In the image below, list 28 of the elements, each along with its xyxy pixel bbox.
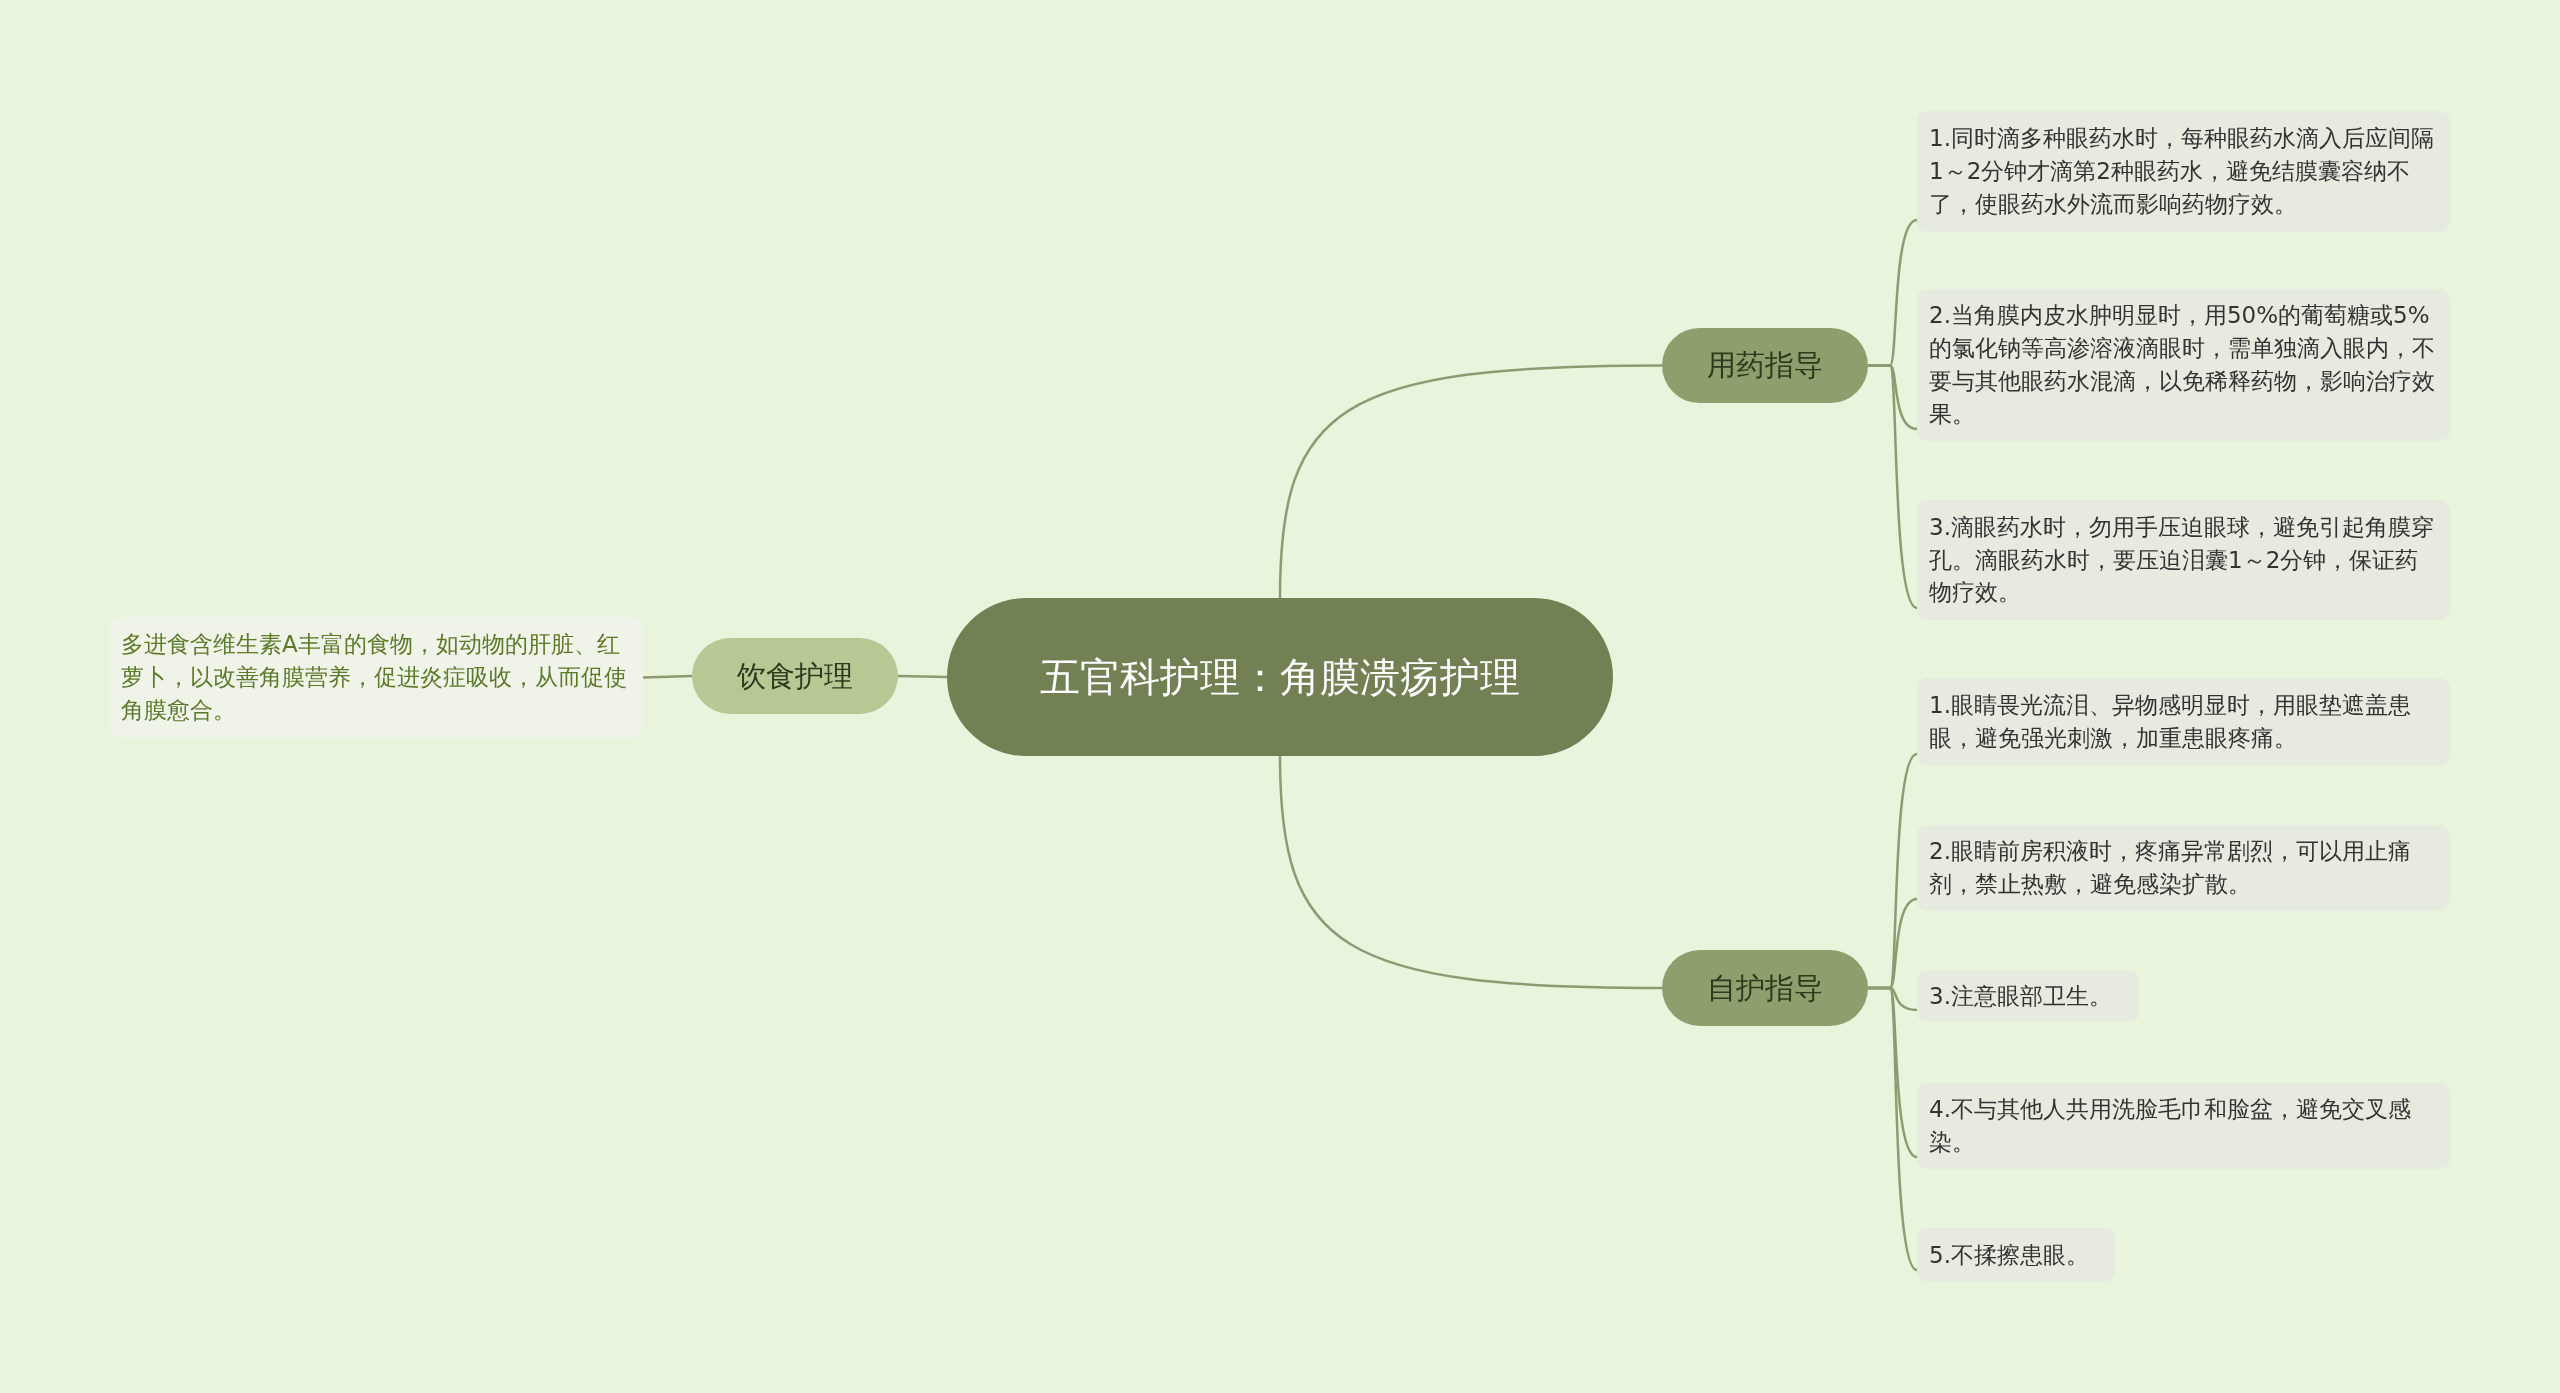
connector-line — [1868, 364, 1918, 609]
note-card — [1917, 111, 2450, 232]
connector-line — [1868, 986, 1918, 1271]
note-text: 1.同时滴多种眼药水时，每种眼药水滴入后应间隔1～2分钟才滴第2种眼药水，避免结膜囊容纳不了，使眼药水外流而影响药物疗效。 — [1929, 124, 2435, 219]
topic-text: 用药指导 — [1707, 347, 1823, 385]
note-text: 2.当角膜内皮水肿明显时，用50%的葡萄糖或5%的氯化钠等高渗溶液滴眼时，需单独滴入眼内，不要与其他眼药水混滴，以免稀释药物，影响治疗效果。 — [1929, 301, 2436, 429]
note-text: 2.眼睛前房积液时，疼痛异常剧烈，可以用止痛剂，禁止热敷，避免感染扩散。 — [1929, 837, 2412, 899]
note-card — [1917, 970, 2139, 1022]
topic-text: 自护指导 — [1707, 969, 1823, 1007]
connector-line — [1278, 755, 1662, 990]
note-card — [109, 617, 643, 738]
note-card — [1917, 825, 2450, 911]
connector-line — [642, 674, 693, 679]
note-text: 多进食含维生素A丰富的食物，如动物的肝脏、红萝卜，以改善角膜营养，促进炎症吸收，从而促使角膜愈合。 — [121, 630, 628, 725]
note-text: 3.注意眼部卫生。 — [1929, 981, 2112, 1011]
topic-text: 饮食护理 — [737, 657, 853, 695]
note-card — [1917, 678, 2450, 766]
topic-text: 五官科护理：角膜溃疡护理 — [1040, 653, 1520, 702]
note-card — [1917, 289, 2450, 441]
note-card — [1917, 500, 2450, 620]
connector-line — [1278, 364, 1662, 599]
note-text: 3.滴眼药水时，勿用手压迫眼球，避免引起角膜穿孔。滴眼药水时，要压迫泪囊1～2分钟，保证药物疗效。 — [1929, 512, 2435, 608]
note-text: 4.不与其他人共用洗脸毛巾和脸盆，避免交叉感染。 — [1929, 1095, 2412, 1157]
note-text: 1.眼睛畏光流泪、异物感明显时，用眼垫遮盖患眼，避免强光刺激，加重患眼疼痛。 — [1929, 691, 2412, 753]
connector-line — [897, 674, 948, 679]
note-card — [1917, 1083, 2450, 1169]
note-text: 5.不揉擦患眼。 — [1929, 1240, 2089, 1270]
note-card — [1917, 1228, 2115, 1282]
